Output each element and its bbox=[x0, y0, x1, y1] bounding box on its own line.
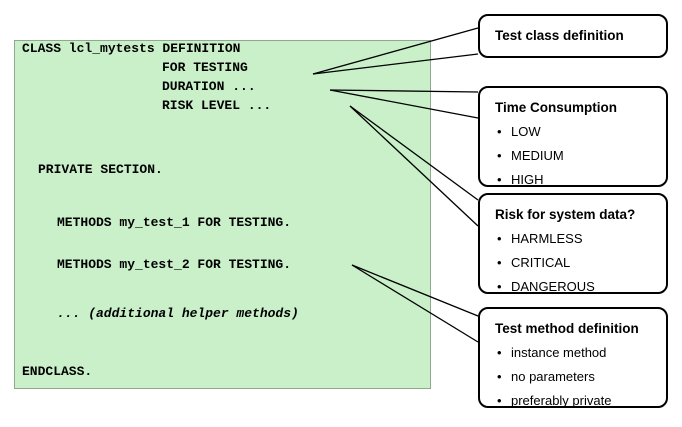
bullet-icon: • bbox=[497, 148, 502, 163]
bullet-icon: • bbox=[497, 345, 502, 360]
callout-item-label: HARMLESS bbox=[511, 231, 583, 246]
bullet-icon: • bbox=[497, 255, 502, 270]
bullet-icon: • bbox=[497, 279, 502, 294]
callout-test-class-definition: Test class definition bbox=[478, 14, 668, 58]
callout-item: • CRITICAL bbox=[495, 251, 656, 275]
code-line-private-section: PRIVATE SECTION. bbox=[38, 162, 163, 177]
callout-item-label: no parameters bbox=[511, 369, 595, 384]
callout-item-label: LOW bbox=[511, 124, 541, 139]
callout-item: • instance method bbox=[495, 341, 656, 365]
code-line-method-1: METHODS my_test_1 FOR TESTING. bbox=[57, 215, 292, 230]
callout-item-label: CRITICAL bbox=[511, 255, 571, 270]
bullet-icon: • bbox=[497, 231, 502, 246]
callout-test-method-definition: Test method definition • instance method… bbox=[478, 307, 668, 408]
callout-item: • HARMLESS bbox=[495, 227, 656, 251]
callout-title: Time Consumption bbox=[495, 100, 618, 115]
callout-risk-for-system-data: Risk for system data? • HARMLESS • CRITI… bbox=[478, 193, 668, 294]
callout-item-label: DANGEROUS bbox=[511, 279, 595, 294]
code-line-endclass: ENDCLASS. bbox=[22, 364, 93, 379]
code-line-duration: DURATION ... bbox=[162, 79, 256, 94]
callout-time-consumption: Time Consumption • LOW • MEDIUM • HIGH bbox=[478, 86, 668, 187]
callout-item: • MEDIUM bbox=[495, 144, 656, 168]
bullet-icon: • bbox=[497, 369, 502, 384]
callout-title: Test method definition bbox=[495, 321, 639, 336]
callout-item: • DANGEROUS bbox=[495, 275, 656, 299]
bullet-icon: • bbox=[497, 172, 502, 187]
code-line-risk-level: RISK LEVEL ... bbox=[162, 98, 272, 113]
callout-item-label: preferably private bbox=[511, 393, 612, 408]
callout-item-label: HIGH bbox=[511, 172, 544, 187]
callout-item-label: MEDIUM bbox=[511, 148, 564, 163]
callout-item: • preferably private bbox=[495, 389, 656, 413]
bullet-icon: • bbox=[497, 393, 502, 408]
bullet-icon: • bbox=[497, 124, 502, 139]
callout-item: • LOW bbox=[495, 120, 656, 144]
callout-title: Test class definition bbox=[495, 28, 624, 43]
callout-item-label: instance method bbox=[511, 345, 607, 360]
code-line-for-testing: FOR TESTING bbox=[162, 60, 248, 75]
code-line-helper-methods: ... (additional helper methods) bbox=[57, 306, 299, 321]
callout-item: • no parameters bbox=[495, 365, 656, 389]
code-line-class-definition: CLASS lcl_mytests DEFINITION bbox=[22, 41, 241, 56]
code-line-method-2: METHODS my_test_2 FOR TESTING. bbox=[57, 257, 292, 272]
callout-item: • HIGH bbox=[495, 168, 656, 192]
callout-title: Risk for system data? bbox=[495, 207, 636, 222]
